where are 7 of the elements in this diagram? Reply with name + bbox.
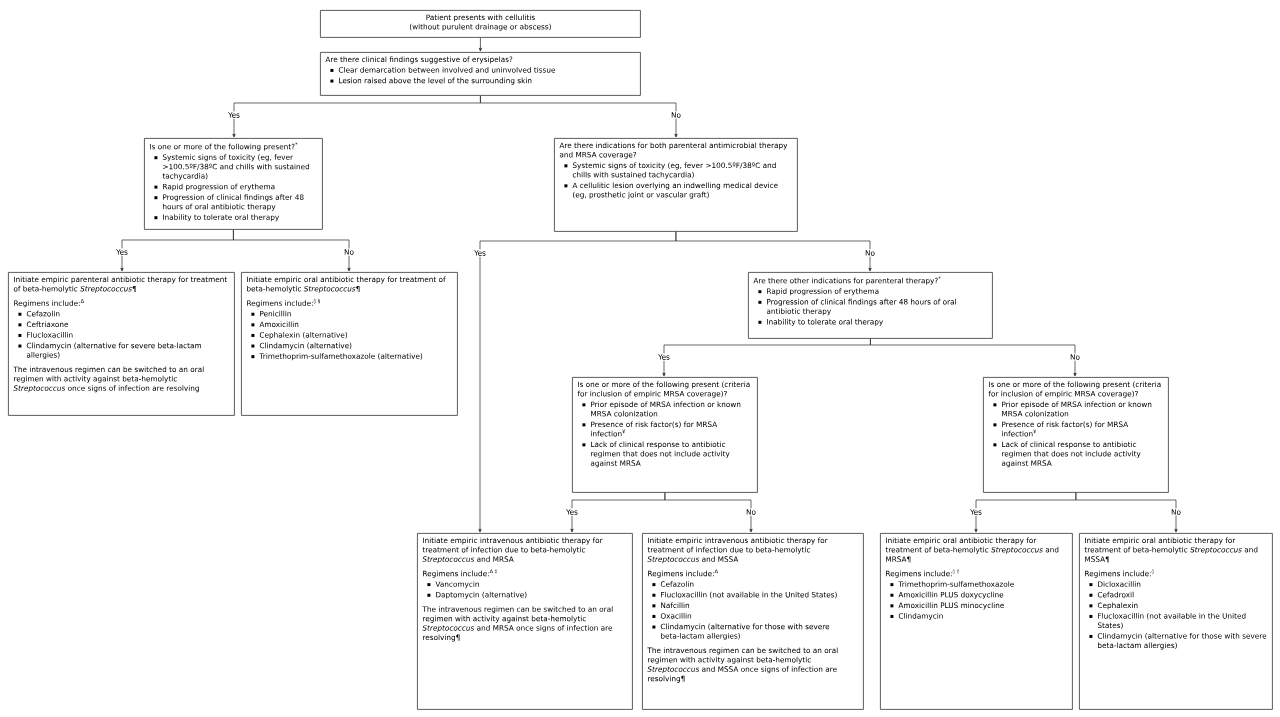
arrow xyxy=(675,231,872,272)
arrow xyxy=(233,229,351,272)
arrow xyxy=(480,95,678,138)
arrow xyxy=(664,492,753,533)
arrow xyxy=(870,338,1077,377)
arrow xyxy=(478,37,482,52)
arrow xyxy=(1075,492,1178,533)
